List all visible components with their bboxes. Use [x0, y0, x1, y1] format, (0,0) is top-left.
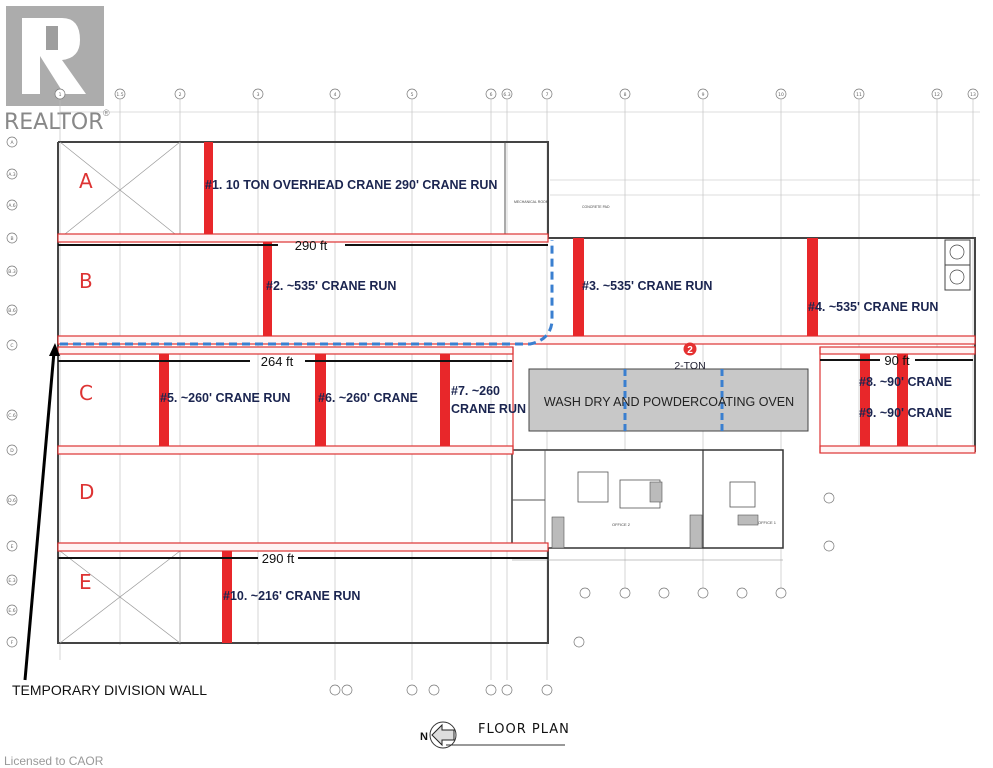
svg-text:9: 9	[702, 92, 705, 98]
crane-9	[897, 354, 908, 446]
svg-text:6: 6	[490, 92, 493, 98]
crane-7-label: #7. ~260	[451, 384, 500, 398]
crane-2	[263, 242, 272, 336]
svg-text:B.3: B.3	[8, 269, 16, 275]
svg-text:2: 2	[179, 92, 182, 98]
svg-text:10: 10	[778, 92, 784, 98]
dimension-264: 264 ft	[261, 354, 294, 369]
marker-label: 2-TON	[674, 360, 705, 372]
crane-bars	[159, 142, 908, 643]
crane-4	[807, 238, 818, 336]
svg-text:OFFICE 2: OFFICE 2	[612, 522, 631, 527]
oven-box	[528, 368, 809, 432]
crane-10-label: #10. ~216' CRANE RUN	[223, 589, 360, 603]
svg-text:A.3: A.3	[8, 172, 15, 178]
svg-text:5: 5	[411, 92, 414, 98]
mechanical-room-label: MECHANICAL ROOM	[514, 200, 549, 204]
svg-text:8: 8	[624, 92, 627, 98]
svg-text:3: 3	[257, 92, 260, 98]
bay-d: D	[79, 480, 94, 504]
svg-text:REALTOR: REALTOR	[4, 110, 104, 135]
svg-text:B: B	[10, 236, 13, 242]
dimension-290-top: 290 ft	[295, 238, 328, 253]
crane-1	[204, 142, 213, 234]
svg-text:11: 11	[856, 92, 862, 98]
grid-lines	[59, 100, 980, 680]
arrow-icon	[23, 343, 60, 681]
crane-6-label: #6. ~260' CRANE	[318, 391, 418, 405]
crane-9-label: #9. ~90' CRANE	[859, 406, 952, 420]
license-text: Licensed to CAOR	[4, 754, 104, 768]
svg-text:A.6: A.6	[8, 203, 15, 209]
crane-10	[222, 551, 232, 643]
oven-label: WASH DRY AND POWDERCOATING OVEN	[544, 395, 794, 409]
equipment	[944, 239, 971, 291]
svg-text:4: 4	[334, 92, 337, 98]
svg-text:F: F	[11, 640, 14, 646]
crane-3	[573, 238, 584, 336]
dimension-290-bottom: 290 ft	[262, 551, 295, 566]
crane-8-label: #8. ~90' CRANE	[859, 375, 952, 389]
crane-5	[159, 354, 169, 446]
svg-text:A: A	[10, 140, 14, 146]
dimension-90: 90 ft	[884, 353, 910, 368]
svg-text:6.3: 6.3	[503, 92, 510, 98]
marker-number: 2	[687, 345, 693, 356]
svg-text:D.6: D.6	[8, 498, 16, 504]
bottom-bubbles	[329, 492, 835, 696]
svg-text:1: 1	[59, 92, 62, 98]
dimension-lines	[58, 244, 973, 559]
svg-text:E: E	[11, 544, 14, 550]
bay-a: A	[79, 169, 93, 193]
svg-text:OFFICE 1: OFFICE 1	[758, 520, 777, 525]
crane-2-label: #2. ~535' CRANE RUN	[266, 279, 396, 293]
svg-text:D: D	[10, 448, 14, 454]
division-path	[60, 240, 554, 346]
svg-text:E.6: E.6	[8, 608, 15, 614]
row-bubbles: A A.3 A.6B B.3B.6 C C.6 D D.6 E E.3 E.6F	[6, 136, 18, 648]
svg-text:E.3: E.3	[8, 578, 15, 584]
crane-6	[315, 354, 326, 446]
bay-b: B	[79, 269, 93, 293]
svg-text:12: 12	[934, 92, 940, 98]
svg-text:N: N	[420, 731, 428, 743]
concrete-pad-label: CONCRETE PAD	[582, 205, 610, 209]
column-bubbles: 1 1.5 2 3 4 5 6 6.3 7 8 9 10 11 12 13	[54, 88, 979, 100]
crane-3-label: #3. ~535' CRANE RUN	[582, 279, 712, 293]
bay-e: E	[79, 570, 92, 594]
svg-text:®: ®	[103, 108, 110, 118]
plan-title: FLOOR PLAN	[478, 722, 570, 737]
crane-7-label-2: CRANE RUN	[451, 402, 526, 416]
crane-5-label: #5. ~260' CRANE RUN	[160, 391, 290, 405]
svg-text:13: 13	[970, 92, 976, 98]
north-compass-icon: N	[420, 721, 457, 749]
crane-4-label: #4. ~535' CRANE RUN	[808, 300, 938, 314]
svg-text:1.5: 1.5	[116, 92, 123, 98]
svg-text:C.6: C.6	[8, 413, 16, 419]
realtor-logo: REALTOR ®	[4, 6, 110, 135]
svg-text:B.6: B.6	[8, 308, 16, 314]
crane-1-label: #1. 10 TON OVERHEAD CRANE 290' CRANE RUN	[205, 178, 497, 192]
office-block: OFFICE 2 OFFICE 1	[511, 449, 784, 561]
division-wall-annotation: TEMPORARY DIVISION WALL	[12, 682, 207, 698]
svg-text:C: C	[10, 343, 13, 349]
svg-text:7: 7	[546, 92, 549, 98]
crane-8	[860, 354, 870, 446]
marker-circle	[683, 342, 697, 356]
bay-c: C	[79, 381, 93, 405]
crane-7	[440, 354, 450, 446]
